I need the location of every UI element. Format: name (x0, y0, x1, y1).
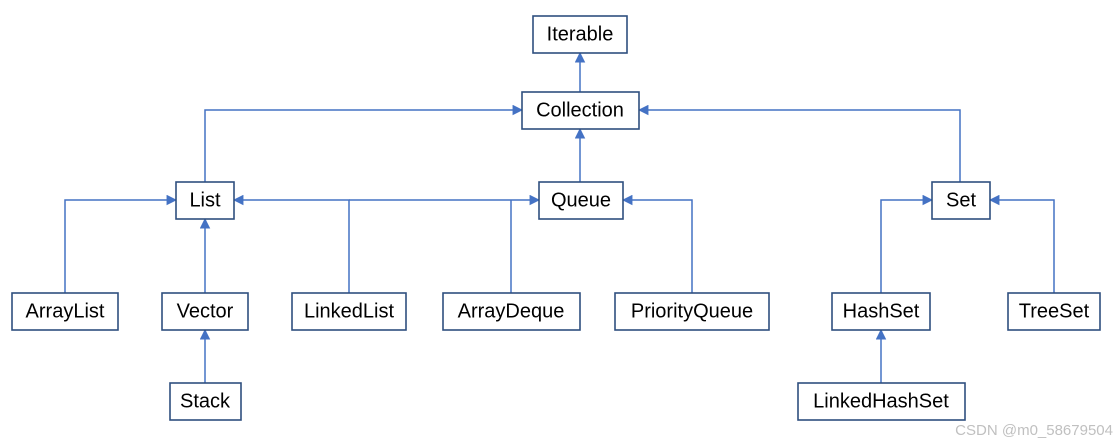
node-collection-label: Collection (536, 99, 624, 121)
node-linkedhashset-label: LinkedHashSet (813, 390, 949, 412)
node-vector-label: Vector (177, 300, 234, 322)
node-hashset-label: HashSet (843, 300, 920, 322)
node-arraylist: ArrayList (11, 292, 119, 331)
node-treeset-label: TreeSet (1019, 300, 1090, 322)
edge-priorityqueue-to-queue (621, 194, 693, 293)
node-arraydeque: ArrayDeque (442, 292, 581, 331)
nodes: Iterable Collection List Queue Set Array… (11, 15, 1101, 421)
node-list: List (175, 181, 235, 220)
edges (64, 51, 1055, 383)
node-collection: Collection (521, 91, 640, 130)
node-hashset: HashSet (831, 292, 931, 331)
node-linkedlist: LinkedList (291, 292, 407, 331)
node-set-label: Set (946, 189, 976, 211)
edge-set-to-collection (637, 104, 961, 182)
node-priorityqueue-label: PriorityQueue (631, 300, 753, 322)
edge-arraylist-to-list (64, 194, 178, 293)
node-iterable: Iterable (532, 15, 628, 54)
node-stack-label: Stack (180, 390, 231, 412)
edge-treeset-to-set (988, 194, 1055, 293)
node-list-label: List (189, 189, 221, 211)
node-queue-label: Queue (551, 189, 611, 211)
node-iterable-label: Iterable (547, 23, 614, 45)
node-priorityqueue: PriorityQueue (614, 292, 770, 331)
node-linkedlist-label: LinkedList (304, 300, 395, 322)
node-set: Set (931, 181, 991, 220)
node-stack: Stack (169, 382, 242, 421)
watermark-text: CSDN @m0_58679504 (955, 422, 1113, 439)
edge-hashset-to-set (880, 194, 934, 293)
node-treeset: TreeSet (1007, 292, 1101, 331)
edge-list-to-collection (204, 104, 524, 182)
node-vector: Vector (161, 292, 249, 331)
node-arraylist-label: ArrayList (26, 300, 105, 322)
node-arraydeque-label: ArrayDeque (458, 300, 565, 322)
node-linkedhashset: LinkedHashSet (797, 382, 966, 421)
node-queue: Queue (538, 181, 624, 220)
edge-linkedlist-to-list (232, 194, 350, 293)
